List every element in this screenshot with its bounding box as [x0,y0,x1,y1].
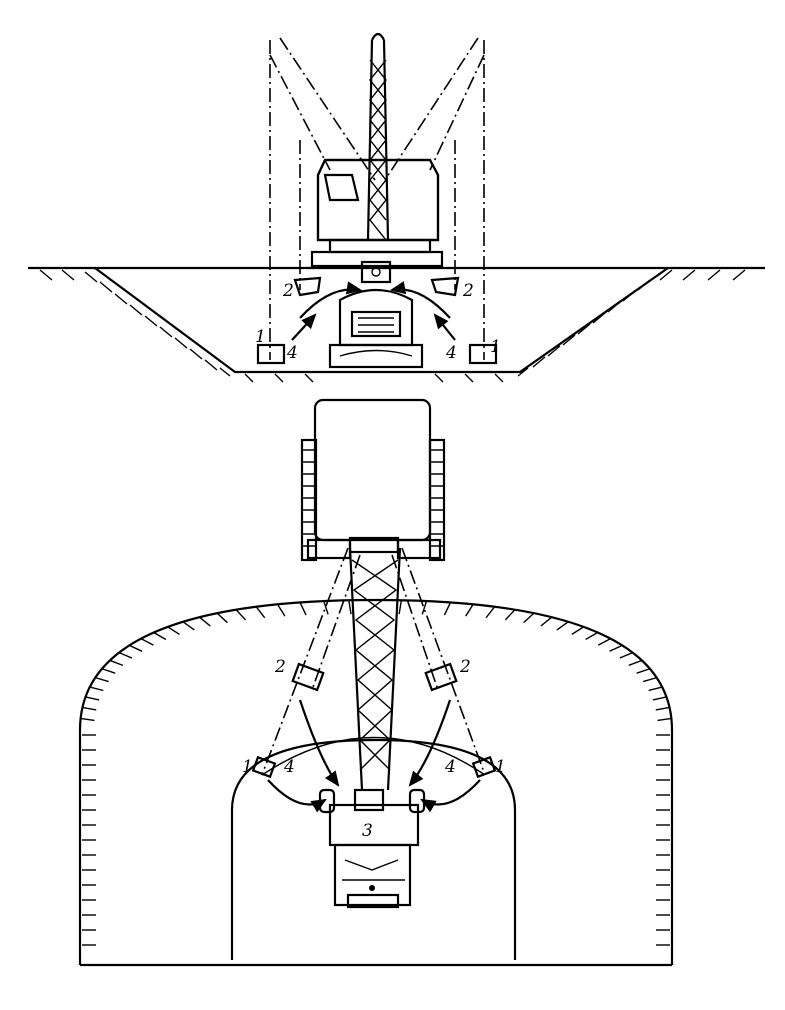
label-4-right: 4 [445,343,457,363]
truck-elevation [328,260,424,369]
plan-label-4-left: 4 [283,757,295,777]
plan-swing-lines [261,547,486,776]
plan-swing-arrow-left [267,779,327,813]
bucket-pos2-left [293,276,322,297]
plan-bucket-1-right [471,755,497,779]
pit-bottom-edge [230,738,517,960]
plan-swing-arrow-right [420,779,481,813]
plan-label-2-right: 2 [459,657,471,677]
plan-label-2-left: 2 [274,657,286,677]
swing-arrow-left [299,281,363,319]
pit-edge-hatch [80,600,672,946]
plan-bucket-2-right [424,662,458,692]
pit-hatch [39,269,746,383]
plan-bucket-1-left [251,755,277,779]
bucket-pos2-right [430,276,460,297]
plan-label-3: 3 [362,821,373,841]
label-4-left: 4 [286,343,298,363]
plan-bucket-2-left [291,662,325,692]
label-2-left: 2 [282,281,294,301]
boom-swing-lines [269,37,485,360]
truck-plan [318,788,426,909]
label-1-left: 1 [255,327,266,347]
crane-boom-elevation [366,32,390,241]
pit-outer-edge [78,598,674,965]
label-2-right: 2 [462,281,474,301]
label-1-right: 1 [490,337,501,357]
pit-outline [94,267,669,374]
elevation-view: 2 2 1 1 4 4 [28,32,765,383]
bucket-pos1-right [468,343,498,365]
swing-arrow-right [389,281,451,319]
plan-view: 2 2 1 1 4 4 3 [78,398,674,967]
crane-body-plan [300,398,446,562]
plan-label-4-right: 4 [444,757,456,777]
crane-cab [310,158,444,268]
crane-boom-plan [348,547,402,791]
plan-label-1-left: 1 [242,757,253,777]
bucket-pos1-left [256,343,286,365]
plan-label-1-right: 1 [495,757,506,777]
